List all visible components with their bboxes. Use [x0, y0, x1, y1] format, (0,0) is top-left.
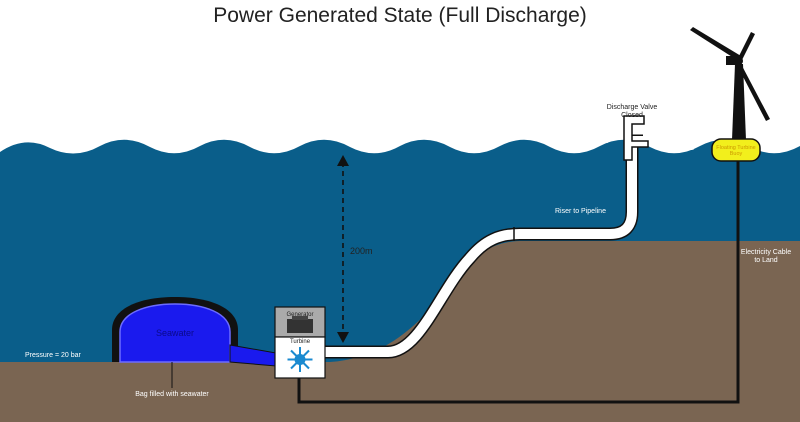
depth-arrow-head-bottom: [337, 332, 349, 343]
bag-caption: Bag filled with seawater: [135, 391, 209, 398]
bottom-pressure-label: Pressure = 20 bar: [25, 352, 82, 359]
generator-cap: [292, 316, 308, 320]
water-intake-label-line2: Closed: [672, 145, 694, 152]
pipeline: [325, 136, 643, 357]
wind-turbine-tower: [732, 64, 746, 140]
buoy-label-line2: Buoy: [730, 151, 743, 157]
turbine-label: Turbine: [290, 339, 311, 345]
cable-label-line2: to Land: [754, 257, 777, 264]
wind-turbine-blades-icon: [690, 27, 770, 121]
discharge-valve: [623, 115, 649, 161]
buoy-label-line1: Floating Turbine: [716, 145, 755, 151]
riser-label: Riser to Pipeline: [555, 208, 606, 215]
generator-label: Generator: [286, 312, 313, 318]
water-intake-label-line1: Water Intake: [663, 137, 703, 144]
turbine-rotor-icon: [287, 347, 313, 372]
bag-inner-label: Seawater: [156, 328, 194, 338]
depth-arrow-head-top: [337, 155, 349, 166]
discharge-valve-label-line2: Closed: [621, 112, 643, 119]
seabed: [0, 241, 800, 422]
seawater-bag: [119, 303, 231, 363]
floating-turbine-buoy: [711, 138, 761, 162]
discharge-valve-label-line1: Discharge Valve: [607, 104, 658, 111]
wind-turbine-nacelle: [726, 56, 740, 65]
diagram-title: Power Generated State (Full Discharge): [213, 4, 587, 27]
depth-label: 200m: [350, 246, 373, 256]
surface-pressure-label: Pressure = 1 bar: [557, 138, 610, 145]
generator-block: [287, 319, 313, 333]
electricity-cable: [297, 160, 740, 404]
cable-label-line1: Electricity Cable: [741, 249, 791, 256]
